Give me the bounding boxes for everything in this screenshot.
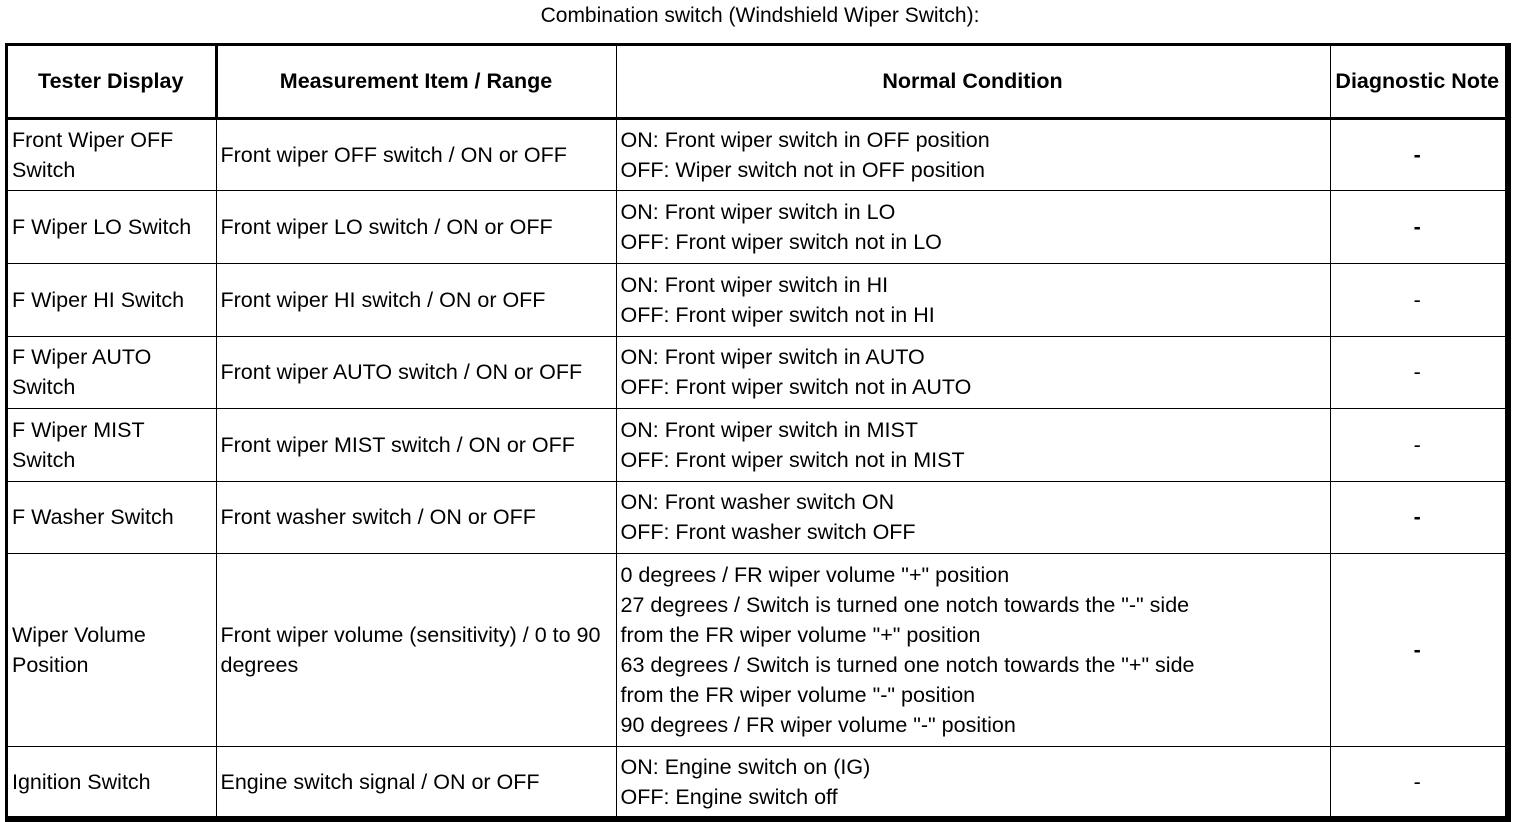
- condition-line: ON: Front wiper switch in LO: [620, 199, 896, 224]
- cell-measurement: Front wiper volume (sensitivity) / 0 to …: [215, 552, 617, 747]
- cell-normal-condition: ON: Front wiper switch in AUTO OFF: Fron…: [615, 335, 1331, 409]
- cell-diagnostic-note: -: [1329, 335, 1505, 409]
- cell-normal-condition: ON: Front wiper switch in LO OFF: Front …: [615, 189, 1331, 264]
- cell-diagnostic-note: -: [1329, 189, 1505, 264]
- condition-line: 0 degrees / FR wiper volume "+" position: [620, 562, 1010, 587]
- condition-line: 90 degrees / FR wiper volume "-" positio…: [620, 712, 1016, 737]
- cell-measurement: Engine switch signal / ON or OFF: [215, 745, 617, 818]
- table-row: Front Wiper OFF Switch Front wiper OFF s…: [8, 117, 1505, 191]
- cell-normal-condition: ON: Front wiper switch in OFF position O…: [615, 117, 1331, 191]
- cell-normal-condition: ON: Front wiper switch in MIST OFF: Fron…: [615, 407, 1331, 482]
- condition-line: OFF: Front wiper switch not in HI: [620, 302, 935, 327]
- header-tester-display: Tester Display: [8, 46, 218, 120]
- condition-line: 63 degrees / Switch is turned one notch …: [620, 652, 1195, 677]
- condition-line: ON: Front washer switch ON: [620, 490, 895, 514]
- condition-line: OFF: Engine switch off: [620, 785, 838, 810]
- cell-measurement: Front wiper HI switch / ON or OFF: [215, 262, 617, 337]
- condition-line: from the FR wiper volume "-" position: [620, 682, 976, 707]
- cell-tester-display: F Wiper LO Switch: [8, 189, 217, 264]
- data-table-frame: Tester Display Measurement Item / Range …: [5, 43, 1511, 822]
- cell-diagnostic-note: -: [1329, 552, 1505, 747]
- condition-line: OFF: Front washer switch OFF: [620, 520, 916, 544]
- cell-tester-display: F Wiper AUTO Switch: [8, 335, 217, 409]
- page-title: Combination switch (Windshield Wiper Swi…: [540, 4, 980, 27]
- header-measurement-item: Measurement Item / Range: [215, 46, 617, 120]
- table-row: Ignition Switch Engine switch signal / O…: [8, 745, 1505, 818]
- cell-normal-condition: ON: Front wiper switch in HI OFF: Front …: [615, 262, 1331, 337]
- cell-tester-display: Wiper Volume Position: [8, 552, 217, 747]
- cell-normal-condition: ON: Engine switch on (IG) OFF: Engine sw…: [615, 745, 1331, 818]
- condition-line: OFF: Front wiper switch not in MIST: [620, 447, 965, 472]
- cell-measurement: Front wiper LO switch / ON or OFF: [215, 189, 617, 264]
- condition-line: from the FR wiper volume "+" position: [620, 622, 981, 647]
- condition-line: ON: Engine switch on (IG): [620, 755, 871, 780]
- cell-diagnostic-note: -: [1329, 117, 1505, 191]
- condition-line: ON: Front wiper switch in HI: [620, 272, 889, 297]
- cell-normal-condition: 0 degrees / FR wiper volume "+" position…: [615, 552, 1331, 747]
- table-row: F Wiper MIST Switch Front wiper MIST swi…: [8, 407, 1505, 482]
- cell-measurement: Front wiper OFF switch / ON or OFF: [215, 117, 617, 191]
- condition-line: ON: Front wiper switch in MIST: [620, 417, 918, 442]
- cell-tester-display: F Washer Switch: [8, 480, 217, 554]
- condition-line: ON: Front wiper switch in OFF position: [620, 127, 990, 152]
- condition-line: ON: Front wiper switch in AUTO: [620, 345, 925, 369]
- condition-line: OFF: Front wiper switch not in AUTO: [620, 375, 972, 399]
- cell-measurement: Front wiper AUTO switch / ON or OFF: [215, 335, 617, 409]
- cell-measurement: Front wiper MIST switch / ON or OFF: [215, 407, 617, 482]
- table-header-row: Tester Display Measurement Item / Range …: [8, 46, 1505, 120]
- table-row: F Wiper LO Switch Front wiper LO switch …: [8, 189, 1505, 264]
- cell-tester-display: F Wiper MIST Switch: [8, 407, 217, 482]
- header-normal-condition: Normal Condition: [615, 46, 1331, 120]
- cell-normal-condition: ON: Front washer switch ON OFF: Front wa…: [615, 480, 1331, 554]
- table-row: F Wiper HI Switch Front wiper HI switch …: [8, 262, 1505, 337]
- cell-diagnostic-note: -: [1329, 480, 1505, 554]
- cell-diagnostic-note: -: [1329, 745, 1505, 818]
- cell-measurement: Front washer switch / ON or OFF: [215, 480, 617, 554]
- cell-tester-display: Ignition Switch: [8, 745, 217, 818]
- condition-line: OFF: Wiper switch not in OFF position: [620, 157, 985, 182]
- table-row: F Wiper AUTO Switch Front wiper AUTO swi…: [8, 335, 1505, 409]
- cell-tester-display: Front Wiper OFF Switch: [8, 117, 217, 191]
- cell-tester-display: F Wiper HI Switch: [8, 262, 217, 337]
- condition-line: OFF: Front wiper switch not in LO: [620, 229, 942, 254]
- table-row: F Washer Switch Front washer switch / ON…: [8, 480, 1505, 554]
- header-diagnostic-note: Diagnostic Note: [1329, 46, 1505, 120]
- condition-line: 27 degrees / Switch is turned one notch …: [620, 592, 1190, 617]
- table-row: Wiper Volume Position Front wiper volume…: [8, 552, 1505, 747]
- cell-diagnostic-note: -: [1329, 407, 1505, 482]
- data-table: Tester Display Measurement Item / Range …: [8, 46, 1505, 818]
- cell-diagnostic-note: -: [1329, 262, 1505, 337]
